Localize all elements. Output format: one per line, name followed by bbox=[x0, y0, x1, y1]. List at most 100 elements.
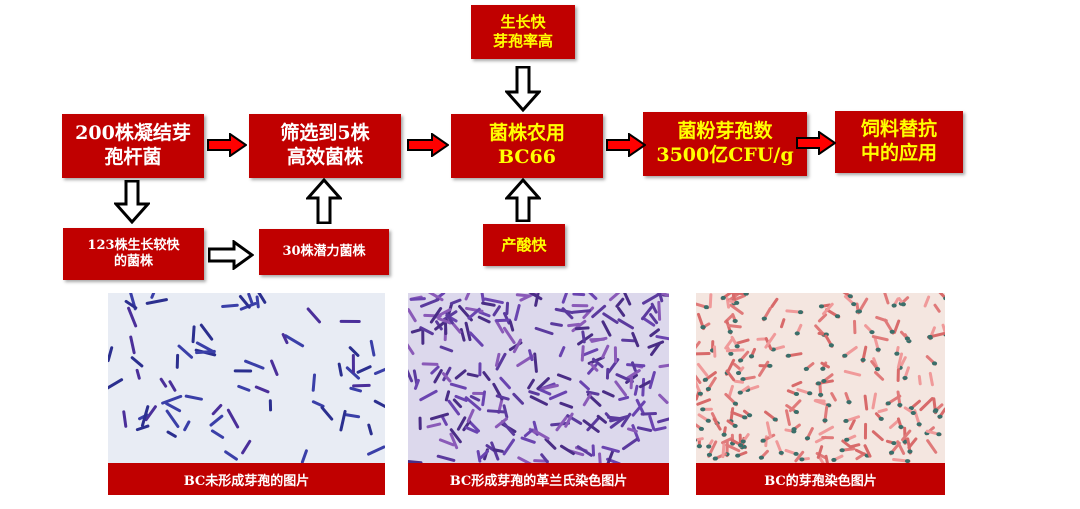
spore-dot bbox=[746, 413, 753, 418]
box-spore-count: 菌粉芽孢数 3500亿CFU/g bbox=[643, 112, 807, 176]
bacterium-rod bbox=[548, 390, 568, 401]
spore-dot bbox=[916, 422, 922, 427]
bacterium-rod bbox=[300, 449, 308, 463]
spore-dot bbox=[878, 416, 884, 421]
bacterium-rod bbox=[849, 443, 861, 449]
bacterium-rod bbox=[791, 380, 803, 388]
spore-dot bbox=[897, 403, 903, 408]
bacterium-rod bbox=[421, 362, 439, 366]
bacterium-rod bbox=[601, 320, 612, 337]
spore-dot bbox=[904, 459, 911, 463]
micrograph-no-spore bbox=[108, 293, 385, 463]
bacterium-rod bbox=[108, 378, 124, 390]
bacterium-rod bbox=[165, 409, 180, 429]
spore-dot bbox=[821, 378, 827, 383]
bacterium-rod bbox=[576, 445, 593, 457]
bacterium-rod bbox=[437, 317, 452, 325]
bacterium-rod bbox=[500, 420, 516, 436]
spore-dot bbox=[822, 418, 828, 423]
spore-dot bbox=[885, 401, 891, 406]
bacterium-rod bbox=[254, 385, 270, 394]
spore-dot bbox=[728, 351, 734, 356]
bacterium-rod bbox=[226, 408, 240, 429]
bacterium-rod bbox=[696, 437, 704, 442]
spore-dot bbox=[697, 391, 703, 396]
bacterium-rod bbox=[445, 312, 454, 325]
bacterium-rod bbox=[426, 422, 442, 429]
spore-dot bbox=[851, 302, 857, 307]
bacterium-rod bbox=[874, 371, 885, 381]
bacterium-rod bbox=[528, 293, 543, 301]
arrow-down-200-to-123 bbox=[114, 180, 150, 224]
bacterium-rod bbox=[209, 414, 224, 427]
spore-dot bbox=[839, 448, 845, 453]
bacterium-rod bbox=[441, 415, 448, 426]
spore-dot bbox=[737, 443, 744, 448]
caption-no-spore: BC未形成芽孢的图片 bbox=[108, 463, 385, 495]
bacterium-rod bbox=[483, 297, 504, 305]
bacterium-rod bbox=[320, 406, 334, 421]
bacterium-rod bbox=[888, 419, 900, 430]
bacterium-rod bbox=[655, 335, 669, 341]
bacterium-rod bbox=[589, 362, 599, 372]
bacterium-rod bbox=[574, 326, 590, 331]
bacterium-rod bbox=[469, 395, 481, 402]
bacterium-rod bbox=[729, 303, 744, 315]
spore-dot bbox=[937, 414, 943, 419]
spore-dot bbox=[696, 444, 702, 449]
bacterium-rod bbox=[561, 293, 568, 304]
spore-dot bbox=[740, 377, 746, 382]
bacterium-rod bbox=[734, 338, 750, 345]
bacterium-rod bbox=[582, 306, 595, 320]
bacterium-rod bbox=[238, 295, 251, 309]
bacterium-rod bbox=[640, 412, 657, 416]
bacterium-rod bbox=[281, 333, 289, 345]
bacterium-rod bbox=[596, 414, 608, 424]
bacterium-rod bbox=[606, 450, 615, 463]
bacterium-rod bbox=[499, 376, 511, 390]
bacterium-rod bbox=[433, 369, 443, 384]
bacterium-rod bbox=[373, 367, 385, 376]
spore-dot bbox=[743, 293, 749, 296]
spore-dot bbox=[910, 410, 916, 415]
bacterium-rod bbox=[658, 363, 669, 369]
spore-dot bbox=[904, 336, 910, 341]
bacterium-rod bbox=[224, 450, 238, 461]
bacterium-rod bbox=[520, 436, 536, 444]
box-spore-count-line1: 菌粉芽孢数 bbox=[677, 120, 773, 143]
bacterium-rod bbox=[938, 293, 945, 300]
spore-dot bbox=[735, 453, 741, 458]
bacterium-rod bbox=[556, 373, 572, 381]
bacterium-rod bbox=[452, 398, 463, 409]
box-200-strains-line1: 200株凝结芽 bbox=[75, 122, 191, 145]
bacterium-rod bbox=[408, 308, 417, 323]
bacterium-rod bbox=[558, 346, 566, 358]
bacterium-rod bbox=[572, 293, 586, 297]
box-30-line1: 30株潜力菌株 bbox=[282, 243, 366, 259]
spore-dot bbox=[732, 318, 738, 323]
bacterium-rod bbox=[145, 298, 168, 305]
bacterium-rod bbox=[648, 370, 656, 390]
bacterium-rod bbox=[785, 409, 791, 426]
spore-dot bbox=[900, 302, 906, 307]
spore-dot bbox=[828, 343, 834, 348]
bacterium-rod bbox=[863, 394, 869, 411]
bacterium-rod bbox=[604, 412, 614, 422]
bacterium-rod bbox=[544, 437, 557, 450]
bacterium-rod bbox=[429, 307, 443, 324]
box-feed-line1: 饲料替抗 bbox=[860, 118, 937, 141]
spore-dot bbox=[898, 424, 904, 429]
bacterium-rod bbox=[150, 293, 156, 299]
bacterium-rod bbox=[255, 295, 260, 309]
spore-dot bbox=[767, 363, 773, 368]
bacterium-rod bbox=[373, 399, 385, 409]
bacterium-rod bbox=[540, 384, 559, 391]
bacterium-rod bbox=[408, 368, 414, 383]
bacterium-rod bbox=[244, 359, 265, 370]
bacterium-rod bbox=[788, 399, 802, 413]
bacterium-rod bbox=[502, 438, 516, 456]
box-bc66-line2: BC66 bbox=[498, 146, 556, 168]
bacterium-rod bbox=[877, 408, 888, 414]
bacterium-rod bbox=[725, 297, 731, 309]
bacterium-rod bbox=[598, 452, 602, 463]
